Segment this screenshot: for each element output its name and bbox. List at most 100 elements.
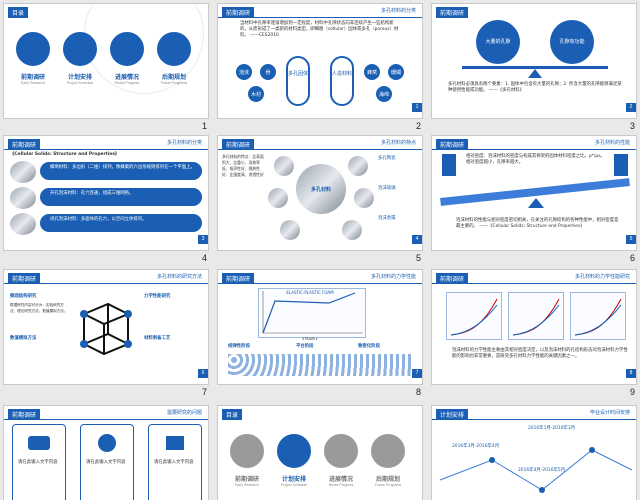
menu-sub: Works Progress <box>328 483 354 487</box>
item-text: 开孔泡沫材料：孔穴连通，组成三维网络。 <box>50 191 134 196</box>
slide-canvas: 前期调研 多孔材料的分类 《Cellular Solids: Structure… <box>3 135 209 251</box>
slide-thumbnail-5[interactable]: 前期调研 多孔材料的特点 多孔材料 多孔材料的特点：比表面积大、比重小、导热率低… <box>217 135 423 263</box>
slide-tag: 前期调研 <box>8 409 41 420</box>
heading: 《Cellular Solids: Structure and Properti… <box>10 152 120 157</box>
cube-diagram <box>80 302 132 356</box>
progress-icon <box>110 32 144 66</box>
slide-tag: 计划安排 <box>436 409 469 420</box>
slide-thumbnail-6[interactable]: 前期调研 多孔材料的性能 相对密度：泡沫材料的密度与构成其骨架的固体材料密度之比… <box>431 135 637 263</box>
slide-number: 1 <box>201 121 207 131</box>
card <box>12 424 66 500</box>
slide-thumbnail-1[interactable]: 目录 前期调研 计划安排 进展情况 后期规划 Early Research Pr… <box>3 3 209 131</box>
slide-thumbnail-2[interactable]: 前期调研 多孔材料的分类 当材料中孔隙率逐渐增加到一定程度，材料中孔隙状态向非连… <box>217 3 423 131</box>
slide-number: 4 <box>201 253 207 263</box>
card-text: 请在此输入文字内容 <box>154 460 194 465</box>
node-label: 泡沫 <box>238 70 249 76</box>
balance-pivot <box>528 69 542 78</box>
open-cell-image <box>10 187 36 209</box>
node-label: 珊瑚 <box>390 70 401 76</box>
body-text: 多孔材料的特点：比表面积大、比重小、导热率低、吸声性好、隔热性好、比强度高、渗透… <box>222 154 264 177</box>
slide-thumbnail-10[interactable]: 前期调研 需要研究的问题 请在此输入文字内容 请在此输入文字内容 请在此输入文字… <box>3 405 209 500</box>
menu-label: 后期规划 <box>375 476 400 483</box>
plan-icon <box>371 434 405 468</box>
body-text: 当材料中孔隙率逐渐增加到一定程度，材料中孔隙状态向非连续产生一些结构新的，从而形… <box>240 21 399 38</box>
item-bar <box>40 188 202 206</box>
center-label: 多孔材料 <box>310 187 331 193</box>
header-rule <box>4 149 208 150</box>
slide-tag: 前期调研 <box>222 273 255 284</box>
node <box>364 64 380 80</box>
sample-image <box>280 220 300 240</box>
slide-title: 多孔材料的性能 <box>594 140 630 146</box>
research-icon <box>16 32 50 66</box>
slide-thumbnail-7[interactable]: 前期调研 多孔材料的研究方法 微观结构研究 力学性能研究 数值模拟方法 材料制备… <box>3 269 209 397</box>
slide-thumbnail-8[interactable]: 前期调研 多孔材料的力学性能 ELASTIC-PLASTIC FOAM STRA… <box>217 269 423 397</box>
node-label: 泡沫金属 <box>378 216 396 221</box>
chart-title: ELASTIC-PLASTIC FOAM <box>286 290 334 295</box>
document-icon <box>166 436 184 450</box>
card <box>148 424 202 500</box>
research-icon <box>230 434 264 468</box>
slide-canvas: 前期调研 多孔材料的力学性能研究 泡沫材料的力学性能主要由其相对密度决定，以及泡… <box>431 269 637 385</box>
timeline-diagram <box>439 447 633 493</box>
slide-canvas: 计划安排 毕业设计时间安排 2016年1月-2016年3月 2016年3月-20… <box>431 405 637 500</box>
menu-sub: Works Progress <box>114 81 140 85</box>
menu-sub: Early Research <box>235 483 259 487</box>
slide-tag: 目录 <box>222 409 243 420</box>
page-badge: 8 <box>626 369 636 378</box>
menu-label: 前期调研 <box>234 476 259 483</box>
period-label: 2016年4月-2016年5月 <box>518 468 566 473</box>
slide-number: 7 <box>201 387 207 397</box>
slide-tag: 前期调研 <box>436 139 469 150</box>
period-label: 2016年3月-2016年4月 <box>452 444 500 449</box>
node <box>260 64 276 80</box>
arrow-down-icon <box>442 154 456 176</box>
slide-thumbnail-3[interactable]: 前期调研 大量的孔隙 孔隙有功能 多孔材料必须具有两个要素：1. 固体中包含有大… <box>431 3 637 131</box>
menu-label: 后期规划 <box>161 74 186 81</box>
slide-title: 多孔材料的力学性能 <box>370 274 416 280</box>
slide-tag: 前期调研 <box>436 273 469 284</box>
node-label: 多孔陶瓷 <box>378 156 396 161</box>
slide-title: 需要研究的问题 <box>166 410 202 416</box>
slide-thumbnail-4[interactable]: 前期调研 多孔材料的分类 《Cellular Solids: Structure… <box>3 135 209 263</box>
slide-tag: 前期调研 <box>222 7 255 18</box>
slide-number: 9 <box>629 387 635 397</box>
slide-title: 多孔材料的力学性能研究 <box>574 274 630 280</box>
slide-number: 8 <box>415 387 421 397</box>
axis-label: STRAIN ε <box>302 337 318 341</box>
balance-beam <box>462 66 608 69</box>
cell-pattern <box>228 354 414 376</box>
menu-label: 进展情况 <box>328 476 353 483</box>
node-label: 骨 <box>265 70 271 76</box>
slide-tag: 前期调研 <box>8 139 41 150</box>
slide-canvas: 前期调研 需要研究的问题 请在此输入文字内容 请在此输入文字内容 请在此输入文字… <box>3 405 209 500</box>
menu-sub: Early Research <box>21 81 45 85</box>
page-badge: 6 <box>198 369 208 378</box>
slide-number: 5 <box>415 253 421 263</box>
slide-thumbnail-12[interactable]: 计划安排 毕业设计时间安排 2016年1月-2016年3月 2016年3月-20… <box>431 405 637 500</box>
page-badge: 4 <box>412 235 422 244</box>
slide-thumbnail-9[interactable]: 前期调研 多孔材料的力学性能研究 泡沫材料的力学性能主要由其相对密度决定，以及泡… <box>431 269 637 397</box>
header-rule <box>218 17 422 18</box>
right-bubble <box>550 20 594 64</box>
curve-chart <box>508 292 564 340</box>
note-label: 材料制备工艺 <box>144 336 171 341</box>
sample-image <box>274 156 294 176</box>
header-rule <box>4 419 208 420</box>
slide-title: 毕业设计时间安排 <box>589 410 630 416</box>
menu-label: 进展情况 <box>114 74 139 81</box>
note-label: 数值模拟方法 <box>10 336 37 341</box>
menu-sub: Future Programs <box>160 81 188 85</box>
slide-canvas: 前期调研 多孔材料的特点 多孔材料 多孔材料的特点：比表面积大、比重小、导热率低… <box>217 135 423 251</box>
card-text: 请在此输入文字内容 <box>86 460 126 465</box>
slide-thumbnail-11[interactable]: 目录 前期调研 计划安排 进展情况 后期规划 Early Research Pr… <box>217 405 423 500</box>
phase-label: 致密化阶段 <box>358 344 380 349</box>
slide-canvas: 前期调研 多孔材料的分类 当材料中孔隙率逐渐增加到一定程度，材料中孔隙状态向非连… <box>217 3 423 119</box>
item-text: 蜂窝材料：多边形（二维）排列，像蜂巢的六边形规则排列在一个平面上。 <box>50 165 195 170</box>
slide-canvas: 前期调研 多孔材料的性能 相对密度：泡沫材料的密度与构成其骨架的固体材料密度之比… <box>431 135 637 251</box>
hub2-label: 人造材料 <box>332 71 353 77</box>
node-label: 木材 <box>250 92 261 98</box>
header-rule <box>218 149 422 150</box>
node-label: 蜂窝 <box>366 70 377 76</box>
